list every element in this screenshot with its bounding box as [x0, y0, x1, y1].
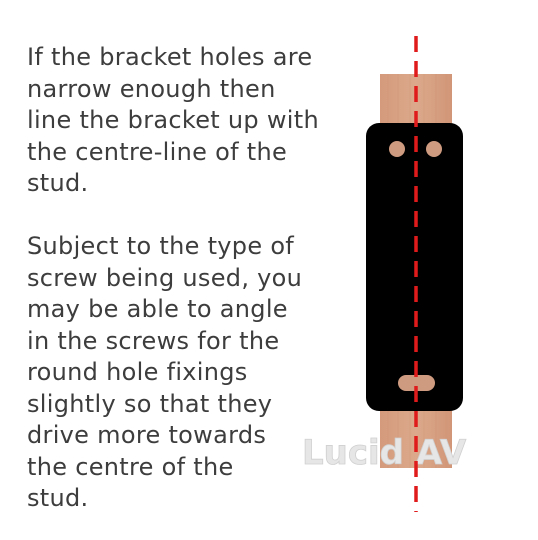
instruction-line: narrow enough then [27, 74, 276, 103]
slotted-hole [398, 375, 435, 391]
instruction-line: the centre of the [27, 452, 234, 481]
instruction-line: stud. [27, 484, 89, 512]
instruction-line: slightly so that they [27, 389, 273, 418]
instruction-paragraph-2: Subject to the type of screw being used,… [27, 231, 302, 515]
instruction-paragraph-1: If the bracket holes are narrow enough t… [27, 42, 319, 200]
instruction-line: the centre-line of the [27, 137, 288, 166]
instruction-line: may be able to angle [27, 295, 288, 323]
watermark-text: Lucid AV [302, 433, 467, 473]
instruction-line: screw being used, you [27, 263, 303, 292]
instruction-line: drive more towards [27, 421, 267, 449]
round-hole-right [426, 141, 442, 157]
round-hole-left [389, 141, 405, 157]
instruction-line: If the bracket holes are [27, 43, 313, 71]
instruction-line: in the screws for the [27, 326, 280, 355]
instruction-line: round hole fixings [27, 358, 248, 386]
instruction-line: stud. [27, 169, 89, 197]
instruction-line: line the bracket up with [27, 106, 320, 134]
instruction-line: Subject to the type of [27, 232, 295, 260]
